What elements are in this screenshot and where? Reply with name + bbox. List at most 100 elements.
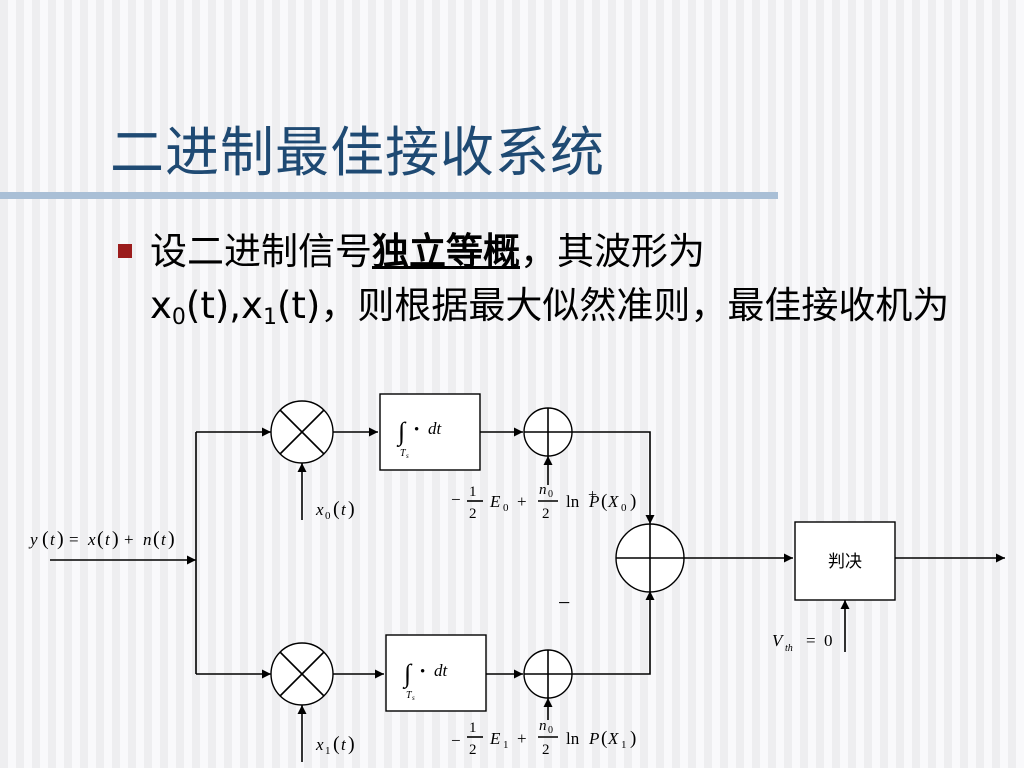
svg-text:ln: ln [566, 729, 580, 748]
svg-text:n: n [143, 530, 152, 549]
svg-text:): ) [348, 733, 355, 755]
svg-text:0: 0 [548, 489, 553, 500]
svg-text:•: • [420, 664, 425, 680]
svg-text:T: T [400, 448, 407, 459]
input-signal-label: y ( t ) = x ( t ) + n ( t ) [28, 528, 175, 550]
svg-text:2: 2 [542, 506, 550, 522]
svg-text:E: E [489, 492, 501, 511]
svg-text:n: n [539, 718, 547, 734]
svg-text:): ) [168, 528, 175, 550]
threshold-label: V th = 0 [772, 631, 833, 654]
lower-to-main-sum-line [572, 591, 655, 675]
svg-text:∫: ∫ [396, 417, 407, 447]
lower-multiplier-icon [270, 642, 334, 706]
svg-text:t: t [341, 500, 347, 519]
svg-text:2: 2 [469, 506, 477, 522]
svg-text:=: = [69, 530, 79, 549]
svg-text:0: 0 [824, 631, 833, 650]
svg-text:X: X [607, 492, 619, 511]
x1-subscript: 1 [262, 305, 277, 330]
svg-text:P: P [588, 729, 599, 748]
svg-text:): ) [57, 528, 64, 550]
svg-text:t: t [341, 735, 347, 754]
svg-text:(: ( [601, 728, 607, 749]
slide-title: 二进制最佳接收系统 [110, 121, 605, 184]
svg-text:2: 2 [542, 742, 550, 758]
upper-bias-adder-icon [523, 407, 573, 457]
svg-text:th: th [785, 643, 793, 654]
lower-bias-adder-icon [523, 649, 573, 699]
svg-text:0: 0 [503, 502, 509, 514]
svg-text:1: 1 [503, 739, 509, 751]
x1-argument: (t) [276, 284, 321, 327]
svg-text:X: X [607, 729, 619, 748]
lower-integrator-block: ∫ • dt T s [385, 634, 487, 712]
svg-text:x: x [315, 735, 324, 754]
bullet-text-part1: 设二进制信号 [150, 230, 372, 273]
svg-text:−: − [451, 731, 461, 750]
svg-text:1: 1 [621, 739, 627, 751]
svg-text:(: ( [97, 528, 104, 550]
lower-bias-label: − 1 2 E 1 + n 0 2 ln P ( X 1 ) [451, 718, 636, 758]
svg-text:+: + [517, 492, 527, 511]
svg-text:T: T [406, 690, 413, 701]
svg-text:1: 1 [325, 745, 331, 757]
svg-text:dt: dt [428, 419, 443, 438]
svg-text:): ) [112, 528, 119, 550]
svg-text:2: 2 [469, 742, 477, 758]
x1-base: x [241, 284, 263, 327]
x0-argument: (t), [185, 284, 242, 327]
svg-text:−: − [451, 490, 461, 509]
svg-text:=: = [806, 631, 816, 650]
main-summing-junction-icon [615, 523, 685, 593]
svg-text:+: + [124, 530, 134, 549]
svg-text:s: s [412, 694, 415, 702]
bullet-emphasis: 独立等概 [372, 230, 520, 273]
svg-text:ln: ln [566, 492, 580, 511]
title-underline [0, 192, 778, 199]
svg-text:V: V [772, 631, 785, 650]
svg-text:P: P [588, 492, 599, 511]
svg-text:∫: ∫ [402, 659, 413, 689]
lower-sum-sign: − [558, 590, 570, 615]
svg-text:x: x [315, 500, 324, 519]
svg-text:y: y [28, 530, 38, 549]
lower-reference-label: x 1 ( t ) [315, 733, 355, 757]
svg-text:1: 1 [469, 484, 477, 500]
x0-subscript: 0 [171, 305, 186, 330]
upper-reference-label: x 0 ( t ) [315, 498, 355, 522]
bullet-text-part3: ，则根据最大似然准则，最佳接收机为 [320, 284, 950, 327]
svg-text:+: + [517, 729, 527, 748]
receiver-block-diagram: y ( t ) = x ( t ) + n ( t ) x 0 ( t ) ∫ … [28, 393, 1005, 762]
svg-text:): ) [630, 728, 636, 749]
svg-text:(: ( [601, 491, 607, 512]
svg-text:•: • [414, 422, 419, 438]
svg-text:0: 0 [548, 725, 553, 736]
bullet-square-icon [118, 244, 132, 258]
upper-to-main-sum-line [572, 431, 655, 524]
x0-base: x [150, 284, 172, 327]
svg-text:t: t [50, 530, 56, 549]
svg-text:1: 1 [469, 720, 477, 736]
svg-text:(: ( [333, 733, 340, 755]
svg-text:(: ( [333, 498, 340, 520]
svg-text:E: E [489, 729, 501, 748]
svg-text:dt: dt [434, 661, 449, 680]
upper-multiplier-icon [270, 400, 334, 464]
svg-text:x: x [87, 530, 96, 549]
svg-text:(: ( [153, 528, 160, 550]
svg-text:0: 0 [325, 510, 331, 522]
svg-text:): ) [630, 491, 636, 512]
svg-text:n: n [539, 482, 547, 498]
svg-text:(: ( [42, 528, 49, 550]
decision-label: 判决 [828, 552, 862, 571]
upper-integrator-block: ∫ • dt T s [379, 393, 481, 471]
upper-sum-sign: + [588, 487, 597, 504]
bullet-text-part2: ，其波形为 [520, 230, 705, 273]
svg-text:s: s [406, 452, 409, 460]
svg-text:0: 0 [621, 502, 627, 514]
upper-bias-label: − 1 2 E 0 + n 0 2 ln P ( X 0 ) [451, 482, 636, 522]
svg-text:t: t [105, 530, 111, 549]
decision-block: 判决 [794, 521, 896, 601]
